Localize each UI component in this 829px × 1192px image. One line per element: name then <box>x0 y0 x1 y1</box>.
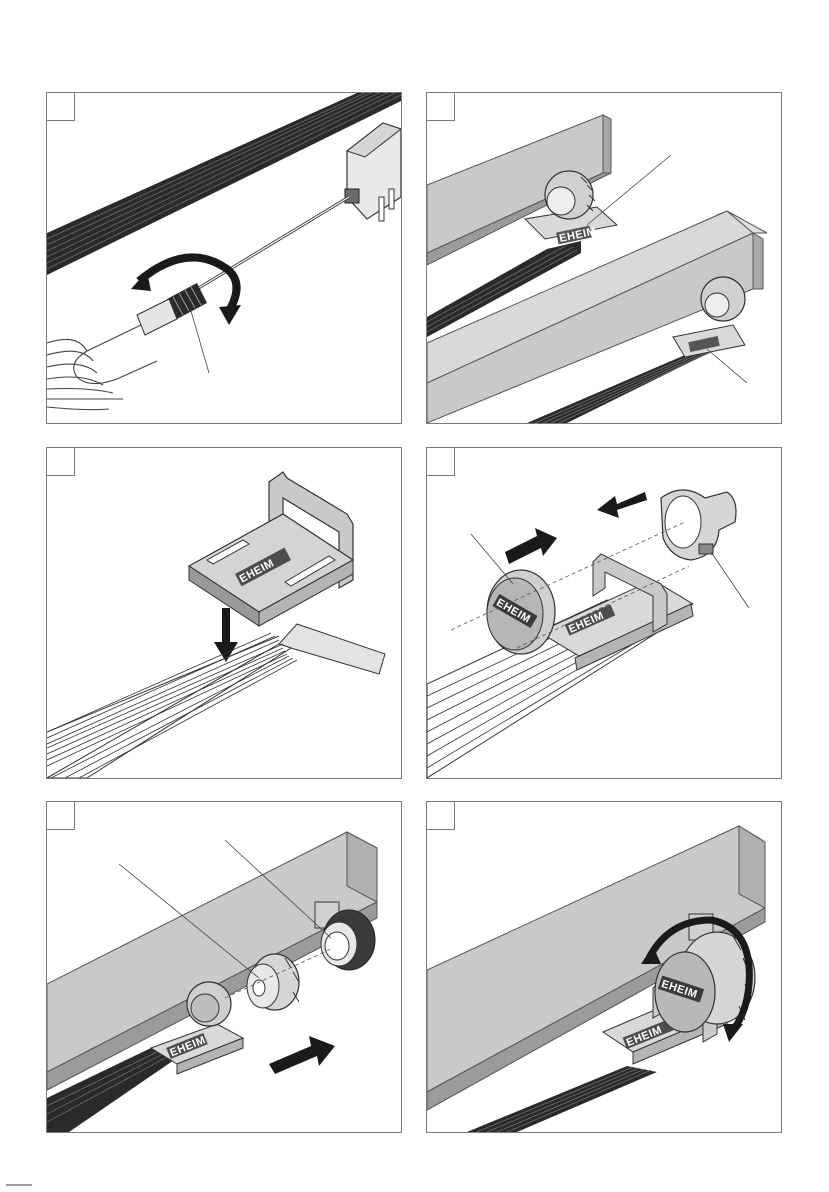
power-adapter <box>345 123 401 221</box>
step-number-box-1 <box>47 93 75 121</box>
panel-4: EHEIM EHEIM <box>426 447 782 779</box>
arrow-left-icon <box>597 492 647 518</box>
coiled-cable <box>47 325 157 410</box>
step-number-box-6 <box>427 802 455 830</box>
footer-mark <box>6 1184 32 1186</box>
panel-1 <box>46 92 402 424</box>
panel-3: EHEIM <box>46 447 402 779</box>
cable-connector <box>137 283 207 335</box>
coupling-sleeve <box>661 490 736 560</box>
illustration-cap-assembly: EHEIM EHEIM <box>427 448 781 778</box>
step-number-box-5 <box>47 802 75 830</box>
panel-5: EHEIM <box>46 801 402 1133</box>
arrow-right-icon <box>505 528 557 564</box>
leader-line-lower <box>707 349 747 383</box>
illustration-coupling-ring: EHEIM <box>47 802 401 1132</box>
leader-line-sleeve <box>711 552 749 608</box>
illustration-power-connector <box>47 93 401 423</box>
step-number-box-4 <box>427 448 455 476</box>
illustration-light-bars: EHEIM <box>427 93 781 423</box>
arrow-right-icon <box>269 1036 335 1074</box>
leader-line <box>191 311 209 373</box>
illustration-holder-onto-cable: EHEIM <box>47 448 401 778</box>
ribbon-cable <box>467 1066 657 1132</box>
panel-2: EHEIM <box>426 92 782 424</box>
illustration-tighten-coupling: EHEIM EHEIM <box>427 802 781 1132</box>
panel-6: EHEIM EHEIM <box>426 801 782 1133</box>
ribbon-cable <box>47 624 385 778</box>
step-number-box-3 <box>47 448 75 476</box>
cable-holder: EHEIM <box>189 472 353 626</box>
leader-line-cap <box>471 534 513 584</box>
end-cap: EHEIM <box>487 570 555 654</box>
step-number-box-2 <box>427 93 455 121</box>
